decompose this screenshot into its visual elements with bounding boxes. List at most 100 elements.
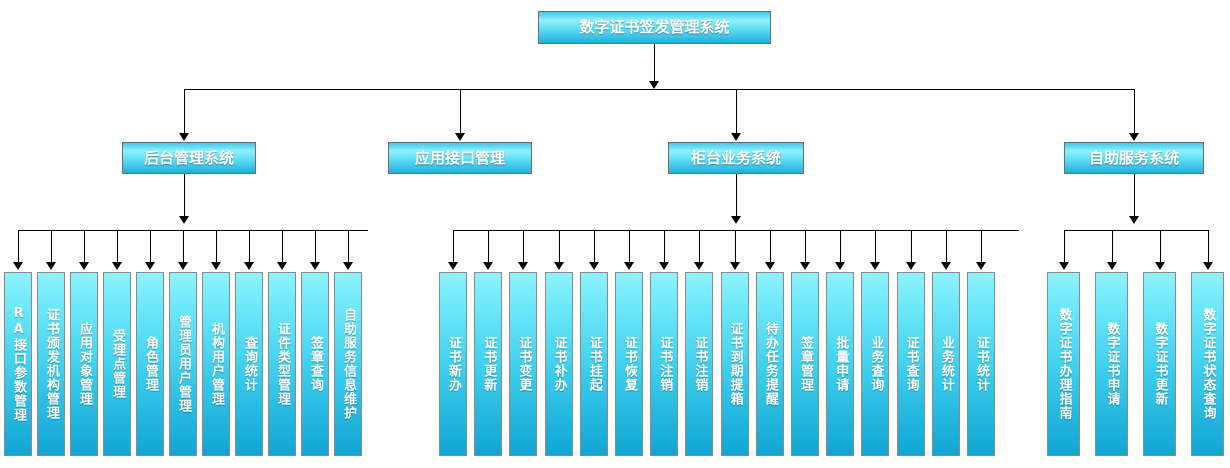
arrow-drop-backend-7: [244, 262, 254, 270]
arrow-drop-backend-5: [178, 262, 188, 270]
arrow-root-stem: [649, 81, 659, 89]
leaf-node-label: 证书统计: [974, 336, 990, 392]
root-node-label: 数字证书签发管理系统: [579, 18, 730, 37]
connector-drop-counter-1: [488, 230, 490, 264]
leaf-node-backend-0[interactable]: RA接口参数管理: [4, 272, 32, 456]
connector-drop-counter-4: [593, 230, 595, 264]
connector-drop-counter-2: [523, 230, 525, 264]
leaf-node-counter-13[interactable]: 证书查询: [896, 272, 925, 456]
arrow-leg-counter: [731, 133, 741, 141]
leaf-node-counter-2[interactable]: 证书变更: [509, 272, 538, 456]
arrow-drop-counter-15: [976, 262, 986, 270]
leaf-node-counter-0[interactable]: 证书新办: [439, 272, 467, 456]
arrow-drop-selfservice-3: [1202, 262, 1213, 270]
arrow-drop-counter-0: [448, 262, 458, 270]
leaf-node-label: 证件类型管理: [275, 322, 291, 406]
connector-drop-selfservice-0: [1063, 230, 1065, 264]
leaf-node-label: 应用对象管理: [77, 322, 93, 406]
leaf-node-label: 证书新办: [446, 336, 462, 392]
leaf-node-selfservice-0[interactable]: 数字证书办理指南: [1047, 272, 1080, 456]
leaf-node-counter-15[interactable]: 证书统计: [967, 272, 995, 456]
leaf-node-label: 证书补办: [551, 336, 567, 392]
leaf-node-counter-4[interactable]: 证书挂起: [579, 272, 608, 456]
leaf-node-backend-6[interactable]: 机构用户管理: [202, 272, 230, 456]
arrow-stem-counter: [731, 216, 741, 224]
connector-drop-backend-10: [348, 230, 349, 264]
leaf-node-label: 数字证书办理指南: [1056, 308, 1072, 420]
leaf-node-counter-5[interactable]: 证书恢复: [615, 272, 643, 456]
leaf-node-label: 数字证书申请: [1104, 322, 1120, 406]
leaf-node-backend-3[interactable]: 受理点管理: [103, 272, 131, 456]
leaf-node-backend-7[interactable]: 查询统计: [235, 272, 263, 456]
leaf-node-backend-4[interactable]: 角色管理: [136, 272, 164, 456]
connector-stem-selfservice: [1134, 174, 1135, 216]
connector-drop-backend-6: [216, 230, 217, 264]
connector-bus-backend: [18, 230, 368, 231]
leaf-node-label: 角色管理: [143, 336, 159, 392]
arrow-drop-selfservice-0: [1058, 262, 1069, 270]
arrow-drop-counter-7: [694, 262, 705, 270]
connector-drop-counter-6: [664, 230, 666, 264]
connector-drop-backend-7: [249, 230, 250, 264]
leaf-node-label: 查询统计: [242, 336, 258, 392]
branch-node-backend-management[interactable]: 后台管理系统: [122, 142, 256, 174]
arrow-drop-counter-2: [518, 262, 529, 270]
arrow-drop-backend-1: [46, 262, 56, 270]
connector-drop-backend-1: [51, 230, 52, 264]
branch-node-selfservice-label: 自助服务系统: [1088, 148, 1179, 167]
root-node-digital-certificate-system[interactable]: 数字证书签发管理系统: [538, 11, 771, 44]
connector-bus-selfservice: [1064, 230, 1208, 231]
connector-drop-counter-10: [805, 230, 806, 264]
arrow-drop-counter-14: [940, 262, 951, 270]
leaf-node-selfservice-1[interactable]: 数字证书申请: [1095, 272, 1128, 456]
arrow-leg-api: [455, 133, 465, 141]
arrow-drop-backend-6: [211, 262, 221, 270]
connector-leg-backend: [184, 89, 185, 133]
leaf-node-label: 待办任务提醒: [762, 322, 778, 406]
arrow-drop-counter-12: [870, 262, 881, 270]
leaf-node-backend-5[interactable]: 管理员用户管理: [169, 272, 197, 456]
branch-node-counter-business[interactable]: 柜台业务系统: [668, 142, 804, 174]
leaf-node-counter-8[interactable]: 证书到期提箱: [720, 272, 749, 456]
connector-leg-selfservice: [1134, 89, 1135, 133]
leaf-node-counter-10[interactable]: 签章管理: [791, 272, 819, 456]
branch-node-self-service[interactable]: 自助服务系统: [1064, 142, 1204, 174]
leaf-node-selfservice-2[interactable]: 数字证书更新: [1143, 272, 1176, 456]
connector-drop-counter-14: [945, 230, 947, 264]
arrow-drop-counter-9: [764, 262, 775, 270]
connector-drop-counter-0: [453, 230, 454, 264]
leaf-node-label: 证书查询: [903, 336, 919, 392]
connector-drop-counter-5: [629, 230, 630, 264]
leaf-node-counter-14[interactable]: 业务统计: [931, 272, 960, 456]
connector-drop-selfservice-1: [1111, 230, 1113, 264]
leaf-node-label: 签章管理: [798, 336, 814, 392]
arrow-leg-selfservice: [1129, 133, 1139, 141]
connector-root-stem: [654, 44, 655, 81]
leaf-node-label: 签章查询: [308, 336, 324, 392]
leaf-node-counter-9[interactable]: 待办任务提醒: [755, 272, 784, 456]
leaf-node-backend-8[interactable]: 证件类型管理: [268, 272, 296, 456]
leaf-node-counter-12[interactable]: 业务查询: [861, 272, 890, 456]
leaf-node-counter-11[interactable]: 批量申请: [826, 272, 855, 456]
arrow-drop-counter-3: [553, 262, 564, 270]
connector-level2-bus: [184, 89, 1134, 90]
connector-drop-counter-3: [558, 230, 560, 264]
leaf-node-counter-7[interactable]: 证书注销: [685, 272, 714, 456]
leaf-node-backend-9[interactable]: 签章查询: [301, 272, 329, 456]
leaf-node-counter-6[interactable]: 证书注销: [650, 272, 679, 456]
branch-node-api-management[interactable]: 应用接口管理: [388, 142, 532, 174]
leaf-node-label: 批量申请: [833, 336, 849, 392]
connector-stem-counter: [736, 174, 737, 216]
branch-node-backend-label: 后台管理系统: [143, 148, 234, 167]
leaf-node-selfservice-3[interactable]: 数字证书状态查询: [1191, 272, 1224, 456]
arrow-drop-counter-6: [659, 262, 670, 270]
arrow-drop-counter-10: [800, 262, 810, 270]
arrow-drop-selfservice-2: [1154, 262, 1165, 270]
leaf-node-backend-10[interactable]: 自助服务信息维护: [334, 272, 362, 456]
leaf-node-backend-2[interactable]: 应用对象管理: [70, 272, 98, 456]
leaf-node-counter-1[interactable]: 证书更新: [474, 272, 503, 456]
arrow-drop-backend-9: [310, 262, 320, 270]
leaf-node-backend-1[interactable]: 证书颁发机构管理: [37, 272, 65, 456]
leaf-node-counter-3[interactable]: 证书补办: [544, 272, 573, 456]
